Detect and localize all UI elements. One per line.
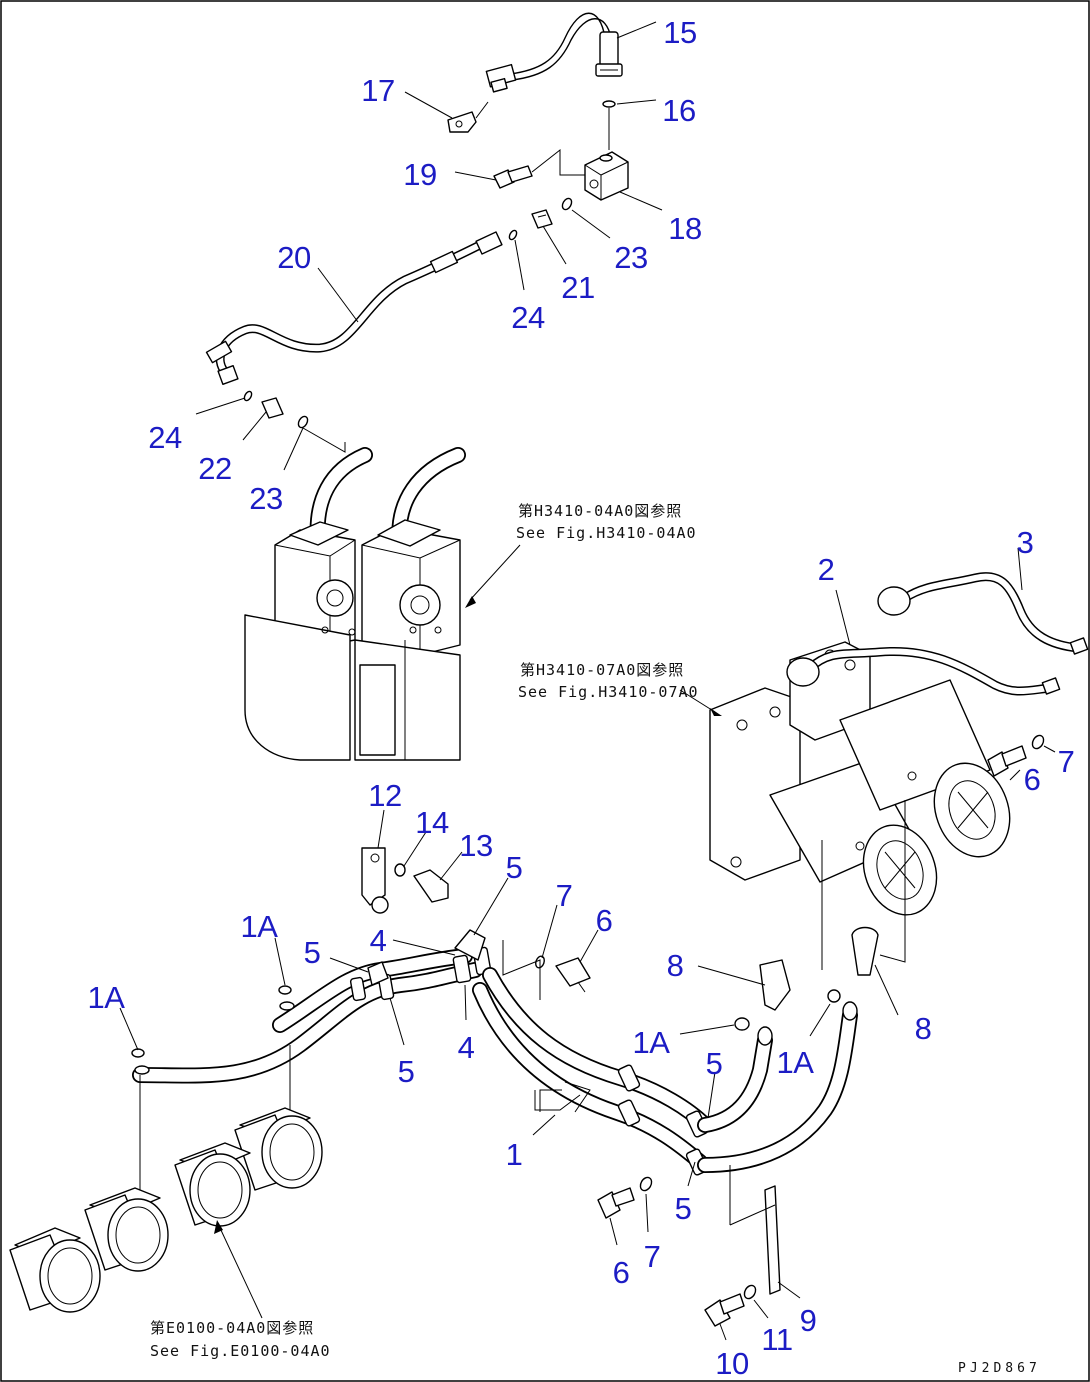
callout-19: 19 <box>403 157 436 192</box>
callout-5d: 5 <box>398 1054 415 1089</box>
ref-h3410-04a0-en: See Fig.H3410-04A0 <box>516 524 697 542</box>
ref-h3410-07a0-ja: 第H3410-07A0図参照 <box>520 661 684 679</box>
callout-22: 22 <box>198 451 231 486</box>
callout-1A-b: 1A <box>88 980 126 1015</box>
callout-24a: 24 <box>511 300 545 335</box>
callout-21: 21 <box>561 270 594 305</box>
ref-e0100-04a0-en: See Fig.E0100-04A0 <box>150 1342 331 1360</box>
callout-8b: 8 <box>915 1011 932 1046</box>
callout-23b: 23 <box>249 481 282 516</box>
callout-7c: 7 <box>644 1239 661 1274</box>
callout-8a: 8 <box>667 948 684 983</box>
callout-9: 9 <box>800 1303 817 1338</box>
callout-leaders <box>119 809 899 1341</box>
callout-5e: 5 <box>675 1191 692 1226</box>
tank-unit <box>244 447 521 761</box>
ref-e0100-04a0-ja: 第E0100-04A0図参照 <box>150 1319 314 1337</box>
callout-12: 12 <box>368 778 401 813</box>
callout-14: 14 <box>415 805 449 840</box>
callout-18: 18 <box>668 211 701 246</box>
callout-6c: 6 <box>613 1255 630 1290</box>
callout-24b: 24 <box>148 420 182 455</box>
callout-20: 20 <box>277 240 311 275</box>
callout-17: 17 <box>361 73 394 108</box>
pump-unit <box>679 547 1089 970</box>
callout-2: 2 <box>818 552 835 587</box>
ref-h3410-04a0-ja: 第H3410-04A0図参照 <box>518 502 682 520</box>
callout-7a: 7 <box>1058 744 1075 779</box>
callout-1A-a: 1A <box>241 909 279 944</box>
callout-4b: 4 <box>458 1030 475 1065</box>
callout-6a: 6 <box>1024 762 1041 797</box>
callout-13: 13 <box>459 828 492 863</box>
callout-7b: 7 <box>556 878 573 913</box>
callout-16: 16 <box>662 93 695 128</box>
callout-10: 10 <box>715 1346 749 1381</box>
callout-23a: 23 <box>614 240 647 275</box>
pump-row <box>9 1107 323 1319</box>
callout-15: 15 <box>663 15 696 50</box>
callout-3: 3 <box>1017 525 1034 560</box>
callout-5c: 5 <box>706 1046 723 1081</box>
callout-1A-d: 1A <box>777 1045 815 1080</box>
callout-1A-c: 1A <box>633 1025 671 1060</box>
callout-4a: 4 <box>370 923 387 958</box>
hose-assembly <box>131 847 879 1327</box>
callout-5b: 5 <box>304 935 321 970</box>
callout-1: 1 <box>506 1137 523 1172</box>
drawing-code: PJ2D867 <box>958 1361 1041 1376</box>
ref-h3410-07a0-en: See Fig.H3410-07A0 <box>518 683 699 701</box>
callout-11: 11 <box>761 1322 792 1357</box>
callout-6b: 6 <box>596 903 613 938</box>
callout-5a: 5 <box>506 850 523 885</box>
sensor-assembly <box>195 12 663 471</box>
